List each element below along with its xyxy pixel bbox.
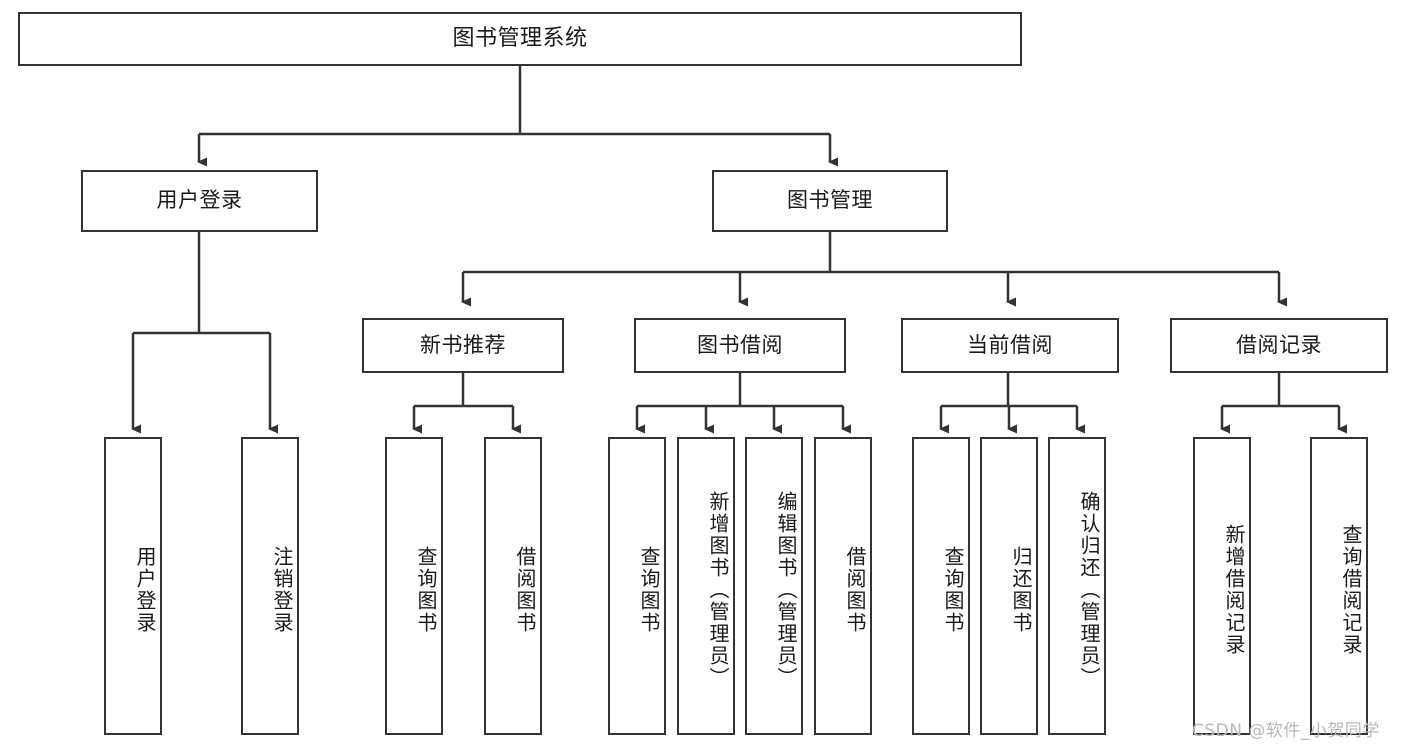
node-leaf-query-record-label: 查询借阅记录 xyxy=(1339,524,1363,656)
node-leaf-logout-label: 注销登录 xyxy=(270,546,294,634)
node-leaf-confirm-return[interactable]: 确认归还（管理员） xyxy=(1048,437,1106,735)
node-root-label: 图书管理系统 xyxy=(452,25,588,51)
node-user-login-label: 用户登录 xyxy=(156,188,243,213)
node-leaf-confirm-return-label: 确认归还（管理员） xyxy=(1077,491,1101,689)
node-leaf-logout[interactable]: 注销登录 xyxy=(241,437,299,735)
node-new-book-recommend-label: 新书推荐 xyxy=(420,332,506,357)
node-leaf-query-book-3-label: 查询图书 xyxy=(941,546,965,634)
node-leaf-borrow-book-1[interactable]: 借阅图书 xyxy=(484,437,542,735)
node-current-borrow[interactable]: 当前借阅 xyxy=(901,318,1119,373)
node-leaf-add-record[interactable]: 新增借阅记录 xyxy=(1193,437,1251,735)
node-borrow-record[interactable]: 借阅记录 xyxy=(1170,318,1388,373)
node-leaf-query-book-2-label: 查询图书 xyxy=(637,546,661,634)
node-leaf-user-login-label: 用户登录 xyxy=(133,546,157,634)
node-book-manage-label: 图书管理 xyxy=(787,188,873,213)
node-leaf-borrow-book-1-label: 借阅图书 xyxy=(513,546,537,634)
node-leaf-return-book-label: 归还图书 xyxy=(1009,546,1033,634)
node-book-manage[interactable]: 图书管理 xyxy=(712,170,948,232)
node-leaf-edit-book-label: 编辑图书（管理员） xyxy=(774,491,798,689)
node-current-borrow-label: 当前借阅 xyxy=(967,332,1053,357)
node-leaf-query-book-1[interactable]: 查询图书 xyxy=(385,437,443,735)
node-root[interactable]: 图书管理系统 xyxy=(18,12,1022,66)
node-book-borrow-label: 图书借阅 xyxy=(697,332,783,357)
node-leaf-borrow-book-2[interactable]: 借阅图书 xyxy=(814,437,872,735)
node-book-borrow[interactable]: 图书借阅 xyxy=(634,318,846,373)
node-leaf-return-book[interactable]: 归还图书 xyxy=(980,437,1038,735)
node-borrow-record-label: 借阅记录 xyxy=(1236,332,1322,357)
node-leaf-query-book-1-label: 查询图书 xyxy=(414,546,438,634)
node-leaf-borrow-book-2-label: 借阅图书 xyxy=(843,546,867,634)
node-leaf-query-record[interactable]: 查询借阅记录 xyxy=(1310,437,1368,735)
watermark-text: CSDN @软件_小贺同学 xyxy=(1192,721,1380,741)
node-leaf-add-record-label: 新增借阅记录 xyxy=(1222,524,1246,656)
node-leaf-add-book-label: 新增图书（管理员） xyxy=(706,491,730,689)
node-leaf-edit-book[interactable]: 编辑图书（管理员） xyxy=(745,437,803,735)
node-leaf-add-book[interactable]: 新增图书（管理员） xyxy=(677,437,735,735)
node-leaf-query-book-3[interactable]: 查询图书 xyxy=(912,437,970,735)
node-leaf-user-login[interactable]: 用户登录 xyxy=(104,437,162,735)
node-new-book-recommend[interactable]: 新书推荐 xyxy=(362,318,564,373)
node-user-login[interactable]: 用户登录 xyxy=(81,170,318,232)
node-leaf-query-book-2[interactable]: 查询图书 xyxy=(608,437,666,735)
